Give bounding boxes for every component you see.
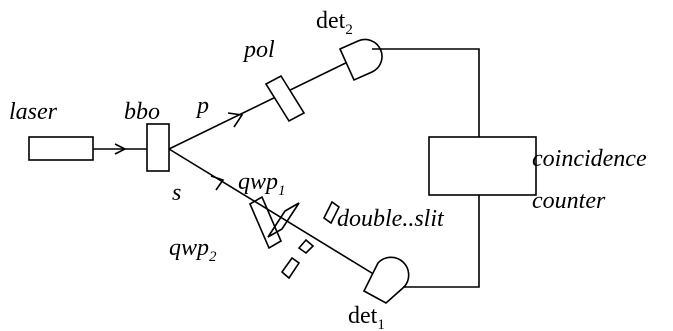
coincidence-counter-box [428,136,537,196]
laser-box [28,136,94,161]
counter-label: counter [532,188,606,214]
slit-upper [322,200,341,225]
p-beam-arrow [227,112,244,128]
det2-wire [372,48,480,137]
s-label: s [172,180,181,206]
double-slit-label: double..slit [337,206,445,232]
bbo-crystal [146,123,170,172]
pol-label: pol [242,37,275,63]
qwp1-plate [267,202,300,238]
p-label: p [195,93,209,119]
slit-middle [297,238,315,255]
slit-lower [280,256,301,280]
bbo-label: bbo [124,99,160,125]
polarizer [264,74,306,123]
det1-label: det1 [348,303,385,331]
det2-detector [338,38,383,82]
qwp1-label: qwp1 [238,169,286,199]
det1-detector [362,256,410,304]
coincidence-label: coincidence [532,146,647,172]
laser-beam-arrow [114,143,127,155]
qwp2-plate [248,195,283,250]
qwp2-label: qwp2 [169,235,217,265]
det2-label: det2 [316,8,353,38]
p-beam [168,56,359,150]
det1-wire [403,195,480,288]
laser-label: laser [9,99,58,125]
s-beam [168,148,381,279]
s-beam-arrow [210,175,225,191]
